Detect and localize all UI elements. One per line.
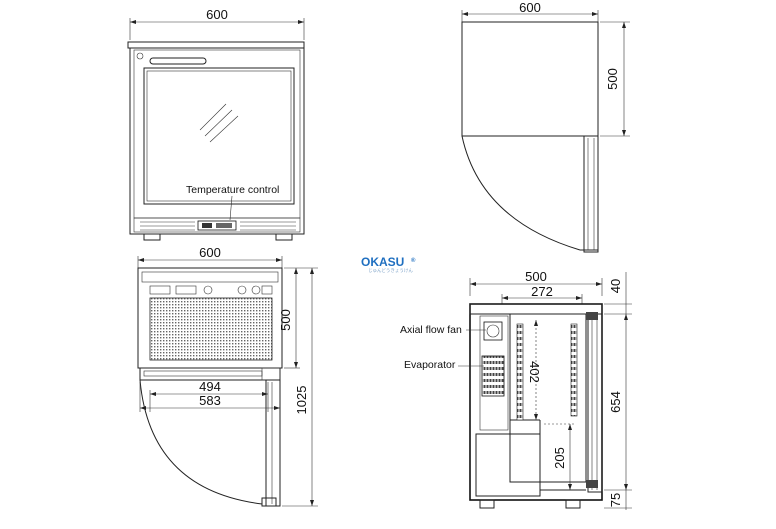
brand-tagline: じゅんどうきょうけん	[368, 267, 413, 274]
temperature-control-label: Temperature control	[186, 184, 279, 196]
axial-flow-fan	[483, 321, 503, 341]
front-width-label: 600	[206, 7, 228, 22]
plan-component-row	[149, 285, 273, 295]
brand-registered: ®	[411, 257, 416, 264]
section-view: 500 272	[400, 269, 632, 510]
plan-inner-width-label: 494	[199, 379, 221, 394]
plan-depth-label: 500	[278, 309, 293, 331]
section-base-label: 75	[608, 493, 623, 507]
plan-width-label: 600	[199, 245, 221, 260]
brand-name: OKASU	[361, 255, 404, 269]
plan-outer-width-label: 583	[199, 393, 221, 408]
door-swing-arc	[461, 135, 581, 251]
section-depth-label: 500	[525, 269, 547, 284]
plan-door-swing-arc	[139, 379, 263, 505]
svg-text:OKASU: OKASU	[361, 255, 404, 269]
front-grille	[140, 221, 296, 231]
side-height-label: 500	[605, 68, 620, 90]
section-mid-label: 402	[527, 361, 542, 383]
evaporator-label: Evaporator	[404, 359, 456, 371]
evaporator-mesh	[149, 297, 273, 361]
side-view: 600 500	[461, 0, 630, 253]
evaporator	[481, 355, 505, 397]
brand-logo: OKASU ® じゅんどうきょうけん	[361, 255, 416, 274]
section-height-label: 654	[608, 391, 623, 413]
side-width-label: 600	[519, 0, 541, 15]
plan-view: 600	[137, 245, 318, 507]
axial-flow-fan-label: Axial flow fan	[400, 324, 462, 336]
section-inner-depth-label: 272	[531, 284, 553, 299]
section-top-label: 40	[608, 279, 623, 293]
plan-open-depth-label: 1025	[294, 386, 309, 415]
section-lower-label: 205	[552, 447, 567, 469]
lock-icon	[136, 52, 144, 60]
front-view: 600 Temperatu	[127, 7, 305, 241]
